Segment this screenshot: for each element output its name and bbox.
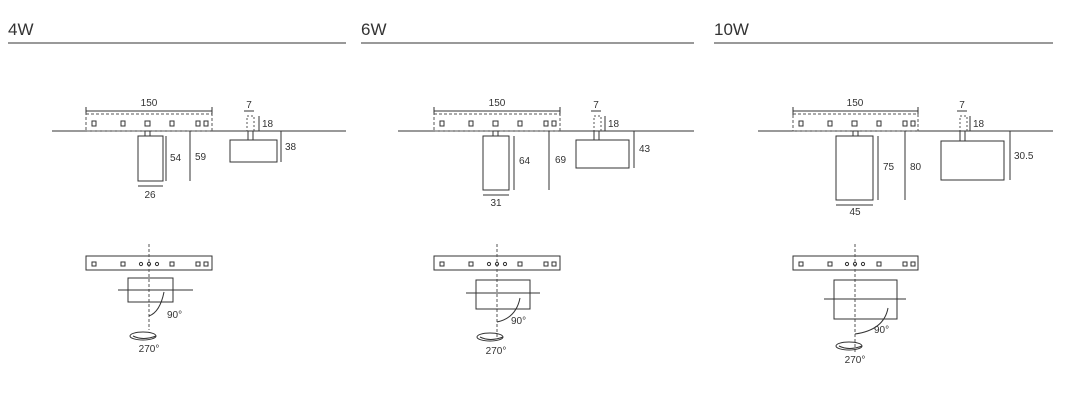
head-width-dimension: 26 <box>138 185 163 201</box>
panel-4w: 150 26 54 59 7 18 <box>52 98 346 355</box>
tilt-label: 90° <box>874 325 889 336</box>
stem <box>144 130 151 137</box>
track-symbols <box>91 120 209 127</box>
rotation-view: 90° 270° <box>85 244 213 355</box>
track-symbols <box>798 120 916 127</box>
total-height-label: 59 <box>195 152 207 163</box>
panel-6w: 150 31 64 69 7 18 43 <box>398 98 694 357</box>
length-dimension: 150 <box>85 98 213 115</box>
head-width-label: 45 <box>849 207 861 218</box>
side-head <box>940 140 1005 181</box>
track-body <box>792 113 919 132</box>
length-label: 150 <box>141 98 158 109</box>
side-head <box>575 139 630 169</box>
head-height-label: 64 <box>519 156 531 167</box>
length-dimension: 150 <box>792 98 919 115</box>
side-height-label: 43 <box>639 144 651 155</box>
lamp-head <box>835 135 874 201</box>
length-dimension: 150 <box>433 98 561 115</box>
panel-10w: 150 45 75 80 7 18 30.5 <box>758 98 1053 366</box>
stem-height-label: 18 <box>973 119 985 130</box>
panel-title-4w: 4W <box>8 20 34 39</box>
side-height-label: 38 <box>285 142 297 153</box>
stem <box>492 130 499 137</box>
spin-label: 270° <box>486 346 507 357</box>
panel-title-10w: 10W <box>714 20 749 39</box>
side-head <box>229 139 278 163</box>
head-width-label: 26 <box>144 190 156 201</box>
rotation-view: 90° 270° <box>433 244 561 357</box>
side-view: 7 18 38 <box>229 100 297 163</box>
side-view: 7 18 30.5 <box>940 100 1034 181</box>
length-label: 150 <box>847 98 864 109</box>
track-symbols <box>439 120 557 127</box>
side-view: 7 18 43 <box>575 100 651 169</box>
head-width-label: 31 <box>490 198 502 209</box>
stem <box>852 130 859 137</box>
tilt-label: 90° <box>167 310 182 321</box>
head-width-dimension: 31 <box>483 194 509 209</box>
length-label: 150 <box>489 98 506 109</box>
total-height-label: 69 <box>555 155 567 166</box>
stem-label: 7 <box>959 100 965 111</box>
stem-label: 7 <box>246 100 252 111</box>
spin-label: 270° <box>845 355 866 366</box>
spin-label: 270° <box>139 344 160 355</box>
tilt-label: 90° <box>511 316 526 327</box>
head-height-label: 75 <box>883 162 895 173</box>
rotation-view: 90° 270° <box>792 244 919 366</box>
track-body <box>433 113 561 132</box>
head-height-label: 54 <box>170 153 182 164</box>
head-width-dimension: 45 <box>836 204 873 218</box>
stem-height-label: 18 <box>608 119 620 130</box>
track-body <box>85 113 213 132</box>
lamp-head <box>482 135 510 191</box>
lamp-head <box>137 135 164 182</box>
total-height-label: 80 <box>910 162 922 173</box>
side-height-label: 30.5 <box>1014 151 1034 162</box>
stem-label: 7 <box>593 100 599 111</box>
stem-height-label: 18 <box>262 119 274 130</box>
panel-title-6w: 6W <box>361 20 387 39</box>
